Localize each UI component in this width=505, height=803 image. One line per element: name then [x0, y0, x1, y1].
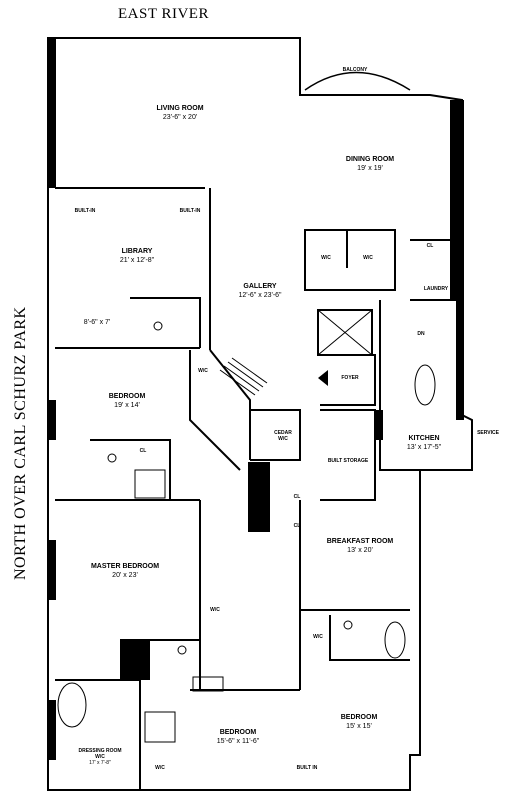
- cl-label-4: CL: [293, 523, 301, 529]
- foyer-label: FOYER: [341, 375, 359, 381]
- library-name: LIBRARY: [121, 248, 153, 255]
- kitchen-label: KITCHEN 13' x 17'-5": [407, 434, 441, 452]
- toilet-4: [343, 620, 353, 630]
- wall-gallery-diag2: [189, 350, 241, 471]
- study-label: 8'-6" x 7': [84, 318, 111, 327]
- bedroom-1-dims: 19' x 14': [114, 402, 140, 409]
- wic-label-6: W/C: [155, 765, 165, 771]
- gallery-dims: 12'-6" x 23'-6": [238, 292, 282, 299]
- wic-label-4: W/C: [210, 607, 220, 613]
- laundry-label: LAUNDRY: [423, 286, 449, 292]
- cl-label-2: CL: [139, 448, 147, 454]
- wall-mass-bath: [120, 640, 150, 680]
- wic-label-5: W/C: [313, 634, 323, 640]
- living-room-name: LIVING ROOM: [156, 105, 204, 112]
- wall-mass-left-4: [48, 700, 56, 760]
- wall-mass-right-2: [456, 300, 464, 420]
- gallery-label: GALLERY 12'-6" x 23'-6": [238, 282, 281, 300]
- bedroom-3-dims: 15' x 15': [346, 723, 372, 730]
- wall-bath-3: [329, 615, 410, 661]
- wall-mass-storage: [375, 410, 383, 440]
- wall-mass-cedar: [248, 462, 270, 532]
- wall-dressing: [55, 679, 141, 790]
- breakfast-room-name: BREAKFAST ROOM: [326, 538, 394, 545]
- library-dims: 21' x 12'-8": [119, 257, 155, 264]
- service-label: SERVICE: [477, 430, 499, 436]
- stairs: [219, 357, 268, 396]
- dressing-room-sub: W/C: [95, 754, 105, 760]
- balcony-label: BALCONY: [342, 67, 368, 73]
- wall-mass-right-1: [450, 100, 464, 300]
- wic-label-3: W/C: [198, 368, 208, 374]
- dining-room-label: DINING ROOM 19' x 19': [346, 155, 394, 173]
- wic-label-2: W/C: [363, 255, 373, 261]
- tub-1: [57, 682, 87, 728]
- cedar-label: CEDAR W/C: [274, 430, 292, 442]
- bedroom-2-dims: 15'-6" x 11'-6": [216, 738, 260, 745]
- storage-label: BUILT STORAGE: [327, 458, 369, 464]
- toilet-2: [107, 453, 117, 463]
- bedroom-2-name: BEDROOM: [219, 729, 257, 736]
- built-in-label-1: BUILT-IN: [74, 208, 96, 214]
- built-in-label-3: BUILT IN: [296, 765, 318, 771]
- master-bedroom-name: MASTER BEDROOM: [90, 563, 160, 570]
- wall-mass-left-1: [48, 38, 56, 188]
- elevator-x: [317, 309, 373, 356]
- tub-2: [384, 621, 406, 659]
- wall-storage: [320, 409, 376, 501]
- kitchen-dims: 13' x 17'-5": [406, 444, 442, 451]
- wall-study: [130, 297, 201, 348]
- breakfast-room-dims: 13' x 20': [347, 547, 373, 554]
- north-park-label: NORTH OVER CARL SCHURZ PARK: [12, 306, 29, 580]
- bedroom-2-label: BEDROOM 15'-6" x 11'-6": [217, 728, 260, 746]
- tub-3: [192, 676, 224, 692]
- island: [414, 364, 436, 406]
- built-in-label-2: BUILT-IN: [179, 208, 201, 214]
- entry-arrow: [318, 370, 328, 386]
- kitchen-name: KITCHEN: [408, 435, 440, 442]
- shower-1: [134, 469, 166, 499]
- exterior-wall: [47, 37, 473, 791]
- balcony-arc: [304, 71, 411, 91]
- toilet-1: [153, 321, 163, 331]
- bedroom-3-name: BEDROOM: [340, 714, 378, 721]
- dressing-room-name: DRESSING ROOM: [78, 748, 122, 754]
- wall-bath-1: [90, 439, 171, 500]
- dining-room-name: DINING ROOM: [345, 156, 395, 163]
- wall-mass-left-3: [48, 400, 56, 440]
- wall-cedar: [250, 409, 301, 461]
- bedroom-1-label: BEDROOM 19' x 14': [109, 392, 146, 410]
- cedar-name: CEDAR: [274, 430, 292, 436]
- study-dims: 8'-6" x 7': [83, 319, 111, 326]
- dressing-room-label: DRESSING ROOM W/C 17' x 7'-8": [78, 748, 121, 766]
- toilet-3: [177, 645, 187, 655]
- wall-foyer: [320, 354, 376, 406]
- east-river-label: EAST RIVER: [118, 6, 209, 22]
- living-room-dims: 23'-6" x 20': [162, 114, 198, 121]
- shower-2: [144, 711, 176, 743]
- cl-label-1: CL: [426, 243, 434, 249]
- wall-kitchen: [379, 300, 420, 471]
- bedroom-3-label: BEDROOM 15' x 15': [341, 713, 378, 731]
- breakfast-room-label: BREAKFAST ROOM 13' x 20': [327, 537, 394, 555]
- bedroom-1-name: BEDROOM: [108, 393, 146, 400]
- master-bedroom-dims: 20' x 23': [112, 572, 138, 579]
- wall-wic-block: [304, 229, 396, 291]
- dressing-room-dims: 17' x 7'-8": [89, 760, 111, 766]
- cedar-sub: W/C: [278, 436, 288, 442]
- dn-label: DN: [417, 331, 425, 337]
- wall-mass-left-2: [48, 540, 56, 600]
- cl-label-3: CL: [293, 494, 301, 500]
- wall-gallery-diag: [209, 349, 251, 460]
- dining-room-dims: 19' x 19': [357, 165, 383, 172]
- living-room-label: LIVING ROOM 23'-6" x 20': [156, 104, 203, 122]
- library-label: LIBRARY 21' x 12'-8": [120, 247, 154, 265]
- gallery-name: GALLERY: [243, 283, 277, 290]
- wic-label-1: W/C: [321, 255, 331, 261]
- master-bedroom-label: MASTER BEDROOM 20' x 23': [91, 562, 159, 580]
